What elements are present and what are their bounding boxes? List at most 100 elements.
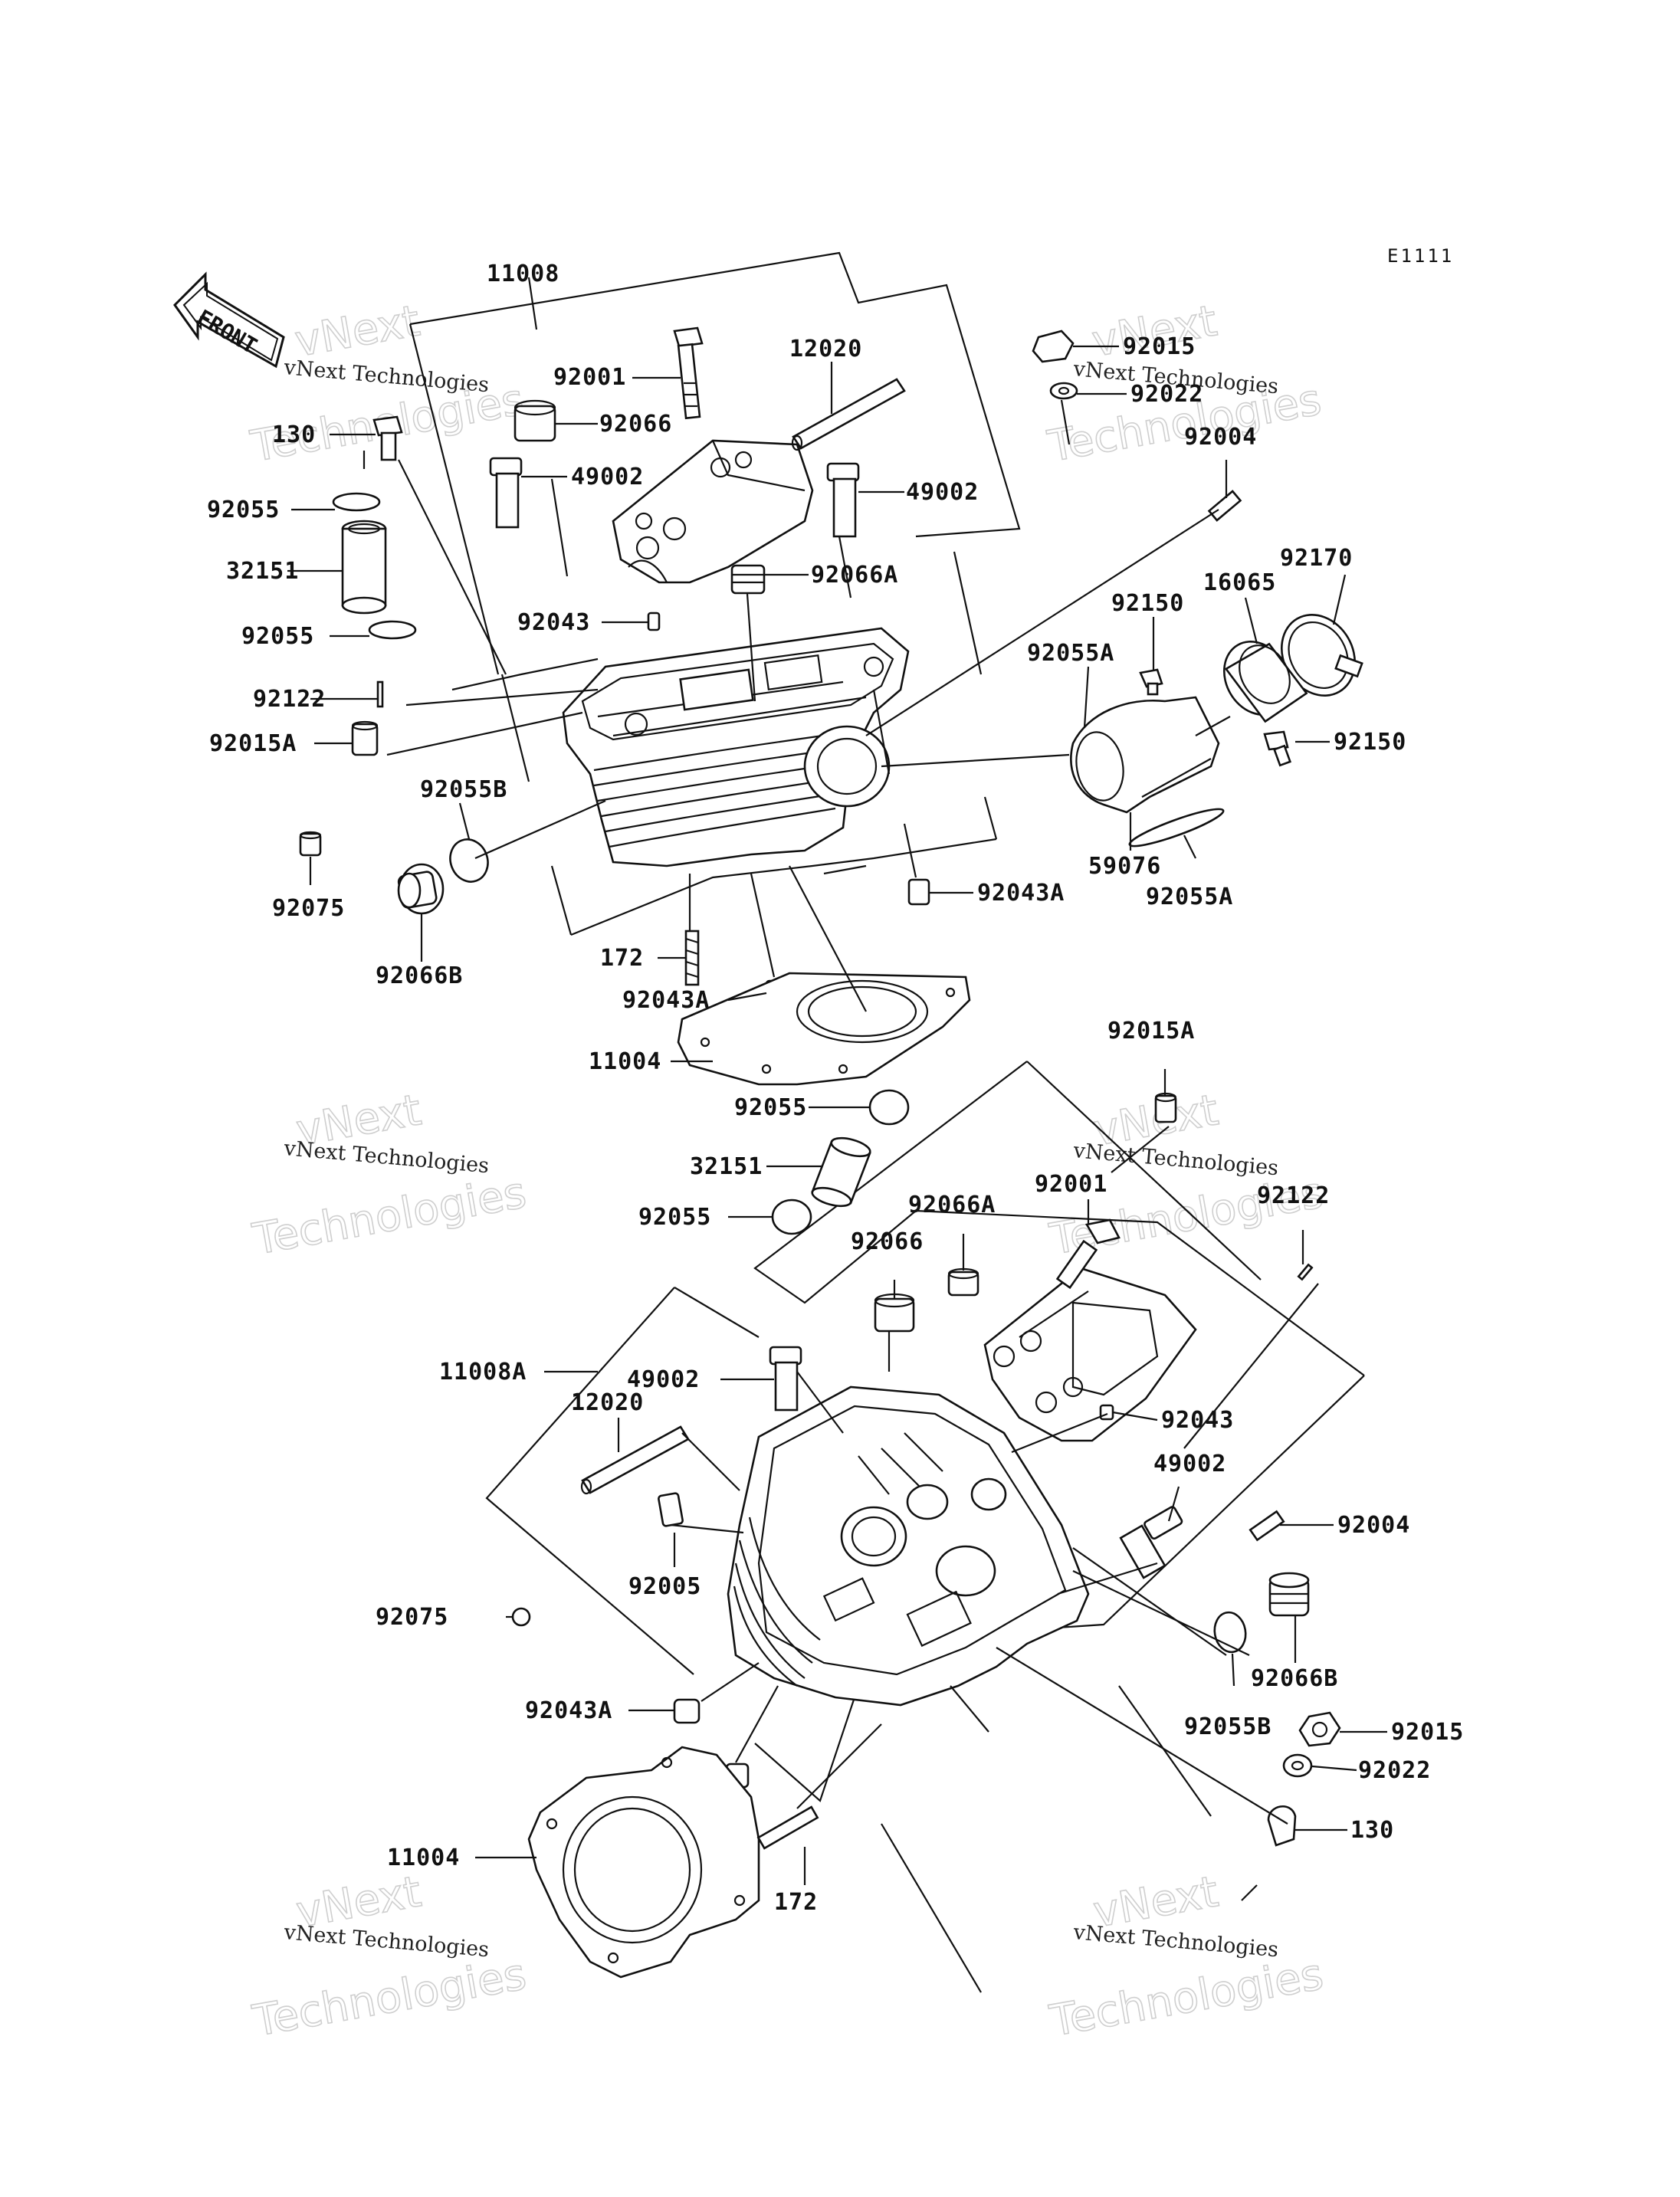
bolt-92001-top (673, 326, 704, 420)
shaft-12020-top (791, 378, 906, 451)
watermark-text: vNext Technologies (282, 356, 490, 397)
plug-92075-top (299, 831, 322, 857)
label-130: 130 (1350, 1817, 1394, 1844)
label-92055: 92055 (207, 497, 280, 523)
label-12020: 12020 (571, 1389, 644, 1416)
pin-92122-top (376, 680, 384, 708)
label-92075: 92075 (272, 895, 345, 922)
pin-92043-bottom (1099, 1404, 1114, 1421)
plug-92066B-bottom (1268, 1572, 1310, 1617)
label-92055: 92055 (241, 623, 314, 650)
bolt-130-bottom (1267, 1805, 1297, 1847)
label-32151: 32151 (690, 1153, 763, 1180)
label-130: 130 (272, 421, 316, 448)
cap-92066-top (514, 399, 556, 442)
stud-172-top (684, 930, 700, 986)
label-92043: 92043 (517, 609, 590, 636)
label-92015A: 92015A (209, 730, 297, 757)
label-32151: 32151 (226, 558, 299, 585)
clamp-92170 (1281, 614, 1363, 697)
label-92022: 92022 (1130, 381, 1203, 408)
label-92150: 92150 (1111, 590, 1184, 617)
label-12020: 12020 (789, 336, 862, 362)
front-arrow-icon: FRONT (173, 271, 285, 369)
gasket-11004-top (677, 972, 971, 1086)
bolt-130-top (372, 415, 403, 461)
label-92122: 92122 (253, 686, 326, 713)
stud-92004-top (1207, 490, 1242, 522)
rocker-holder-rear (983, 1267, 1197, 1442)
cap-92066A-top (730, 564, 766, 595)
label-49002: 49002 (571, 464, 644, 490)
label-49002: 49002 (906, 479, 979, 506)
oring-92055B-top (449, 838, 489, 883)
label-92001: 92001 (553, 364, 626, 391)
watermark-text: vNext Technologies (1071, 1920, 1279, 1962)
valve-guide-49002-top-left (489, 457, 523, 529)
stud-92004-bottom (1249, 1510, 1285, 1542)
label-16065: 16065 (1203, 569, 1276, 596)
label-92055: 92055 (638, 1204, 711, 1231)
top-assembly-frame (409, 251, 1021, 936)
rocker-holder-front (612, 439, 814, 584)
watermark-text: vNext Technologies (282, 1920, 490, 1962)
dowel-92043A-top-a (907, 878, 930, 906)
label-92066: 92066 (851, 1228, 924, 1255)
pin-92043-top (647, 612, 661, 631)
label-92004: 92004 (1337, 1512, 1410, 1539)
label-92043A: 92043A (977, 880, 1065, 907)
label-92043: 92043 (1161, 1407, 1234, 1434)
dowel-92015A-bottom (1154, 1092, 1177, 1123)
tube-32151-top (341, 520, 387, 615)
label-92015A: 92015A (1107, 1018, 1195, 1044)
diagram-code: E1111 (1387, 245, 1454, 267)
leader-lines (287, 277, 1387, 1885)
label-92066B: 92066B (376, 962, 463, 989)
label-92005: 92005 (628, 1573, 701, 1600)
label-11008A: 11008A (439, 1359, 527, 1385)
oring-92055A-top-b (1128, 808, 1225, 848)
pin-92122-bottom (1297, 1263, 1314, 1281)
cap-92066-bottom (874, 1293, 915, 1333)
screw-92005 (658, 1492, 684, 1527)
washer-92022-top (1049, 382, 1078, 400)
label-92001: 92001 (1035, 1171, 1107, 1198)
label-92122: 92122 (1257, 1182, 1330, 1209)
valve-guide-49002-bottom-left (769, 1346, 802, 1412)
oring-92055-bottom-b (771, 1199, 812, 1235)
label-92055A: 92055A (1027, 640, 1114, 667)
svg-text:Technologies: Technologies (249, 1949, 530, 2047)
oring-92055-top-a (332, 492, 381, 512)
watermark-text: vNext Technologies (282, 1136, 490, 1178)
label-49002: 49002 (627, 1366, 700, 1393)
label-92066A: 92066A (908, 1192, 996, 1218)
dowel-92043A-bottom (673, 1698, 701, 1724)
cylinder-head-rear (727, 1385, 1090, 1707)
label-92004: 92004 (1184, 424, 1257, 451)
label-92055: 92055 (734, 1094, 807, 1121)
label-92015: 92015 (1123, 333, 1196, 360)
label-92066B: 92066B (1251, 1665, 1338, 1692)
intake-pipe-59076 (1070, 696, 1220, 814)
gasket-11004-bottom (527, 1746, 760, 1979)
label-92066: 92066 (599, 411, 672, 438)
label-11004: 11004 (387, 1844, 460, 1871)
adapter-16065 (1222, 641, 1308, 723)
label-92055A: 92055A (1146, 884, 1233, 910)
label-92066A: 92066A (811, 562, 898, 589)
stud-172-bottom (756, 1805, 819, 1850)
valve-guide-49002-bottom-right (1119, 1506, 1183, 1579)
label-49002: 49002 (1153, 1451, 1226, 1477)
valve-guide-49002-top-right (826, 462, 860, 538)
washer-92022-bottom (1282, 1753, 1313, 1778)
bolt-92150-a (1139, 668, 1163, 696)
svg-text:vNext: vNext (291, 296, 423, 366)
label-59076: 59076 (1088, 853, 1161, 880)
bolt-92001-bottom (1055, 1218, 1121, 1290)
cap-92066A-bottom (947, 1267, 979, 1297)
dowel-92015A-top (351, 720, 379, 756)
label-11004: 11004 (589, 1048, 661, 1075)
label-92170: 92170 (1280, 545, 1353, 572)
plug-92066B-top (397, 863, 445, 915)
